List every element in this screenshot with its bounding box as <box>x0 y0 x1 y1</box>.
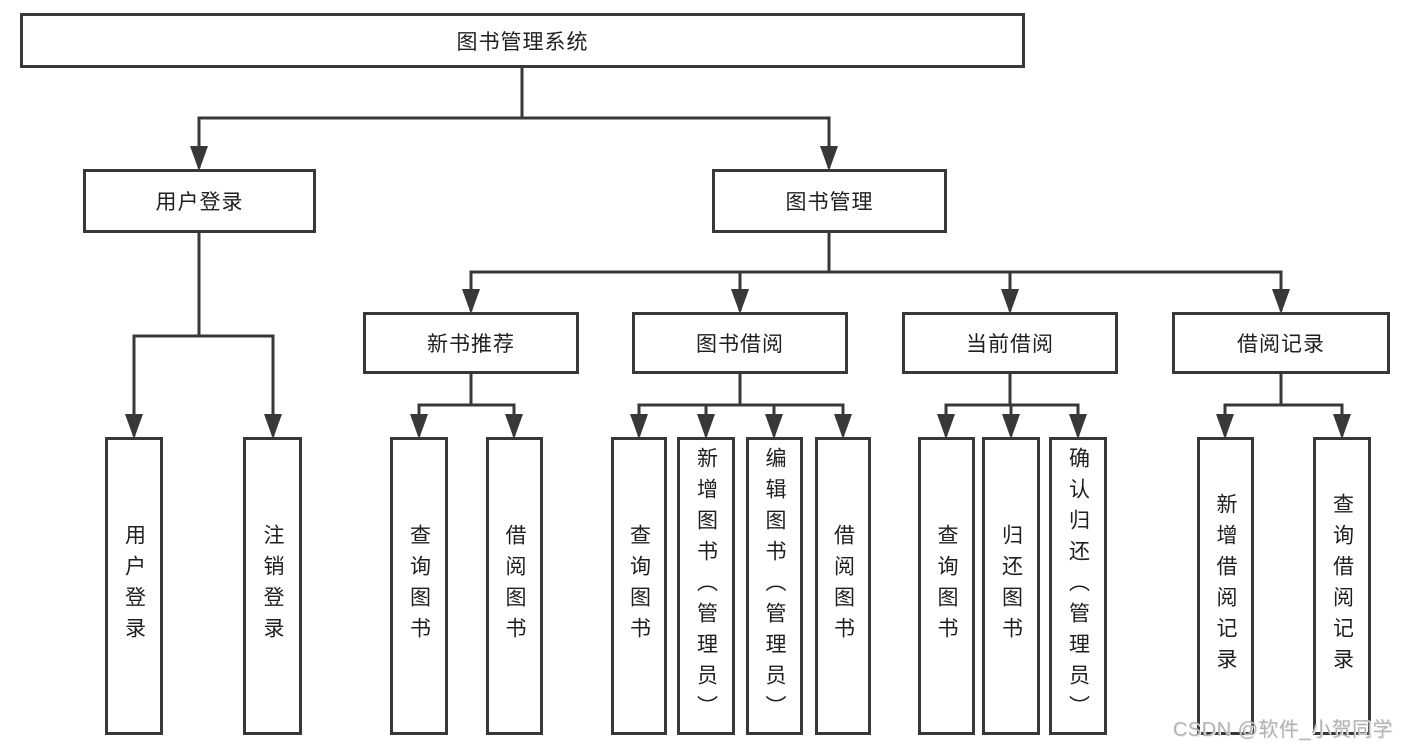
node-borrowing-records-label: 借阅记录 <box>1237 333 1325 356</box>
leaf-current-query-books-label: 查询图书 <box>935 524 958 648</box>
leaf-user-login-label: 用户登录 <box>122 524 146 648</box>
leaf-borrowing-borrow-books-label: 借阅图书 <box>831 524 855 648</box>
node-new-book-recommend-label: 新书推荐 <box>427 333 515 356</box>
node-book-borrowing-label: 图书借阅 <box>696 333 784 356</box>
leaf-add-borrow-record: 新增借阅记录 <box>1197 437 1254 735</box>
node-user-login: 用户登录 <box>83 169 316 233</box>
leaf-borrowing-query-books: 查询图书 <box>611 437 667 735</box>
leaf-recommend-query-books-label: 查询图书 <box>407 524 431 648</box>
leaf-edit-books-admin-label: 编辑图书（管理员） <box>763 446 786 726</box>
node-borrowing-records: 借阅记录 <box>1172 312 1390 374</box>
node-book-management-label: 图书管理 <box>785 191 874 214</box>
leaf-recommend-borrow-books-label: 借阅图书 <box>503 524 526 648</box>
leaf-recommend-borrow-books: 借阅图书 <box>486 437 543 735</box>
node-book-borrowing: 图书借阅 <box>632 312 848 374</box>
leaf-confirm-return-admin-label: 确认归还（管理员） <box>1066 446 1090 726</box>
node-root-label: 图书管理系统 <box>456 30 589 54</box>
leaf-recommend-query-books: 查询图书 <box>390 437 448 735</box>
leaf-query-borrow-record-label: 查询借阅记录 <box>1330 493 1354 679</box>
leaf-confirm-return-admin: 确认归还（管理员） <box>1049 437 1107 735</box>
leaf-user-login: 用户登录 <box>105 437 163 735</box>
leaf-return-books: 归还图书 <box>982 437 1040 735</box>
leaf-add-borrow-record-label: 新增借阅记录 <box>1214 493 1237 679</box>
leaf-add-books-admin-label: 新增图书（管理员） <box>694 446 718 726</box>
leaf-return-books-label: 归还图书 <box>999 524 1023 648</box>
node-book-management: 图书管理 <box>712 169 947 233</box>
node-new-book-recommend: 新书推荐 <box>363 312 579 374</box>
node-current-borrowing-label: 当前借阅 <box>966 333 1054 356</box>
leaf-logout-login: 注销登录 <box>243 437 302 735</box>
leaf-query-borrow-record: 查询借阅记录 <box>1313 437 1371 735</box>
node-user-login-label: 用户登录 <box>155 191 244 214</box>
csdn-watermark: CSDN @软件_小贺同学 <box>1172 719 1393 741</box>
node-root: 图书管理系统 <box>20 13 1025 68</box>
arrowheads <box>125 146 1351 439</box>
leaf-borrowing-query-books-label: 查询图书 <box>627 524 651 648</box>
leaf-logout-login-label: 注销登录 <box>261 524 284 648</box>
leaf-borrowing-borrow-books: 借阅图书 <box>815 437 871 735</box>
leaf-edit-books-admin: 编辑图书（管理员） <box>746 437 803 735</box>
leaf-current-query-books: 查询图书 <box>918 437 975 735</box>
node-current-borrowing: 当前借阅 <box>902 312 1118 374</box>
leaf-add-books-admin: 新增图书（管理员） <box>677 437 735 735</box>
